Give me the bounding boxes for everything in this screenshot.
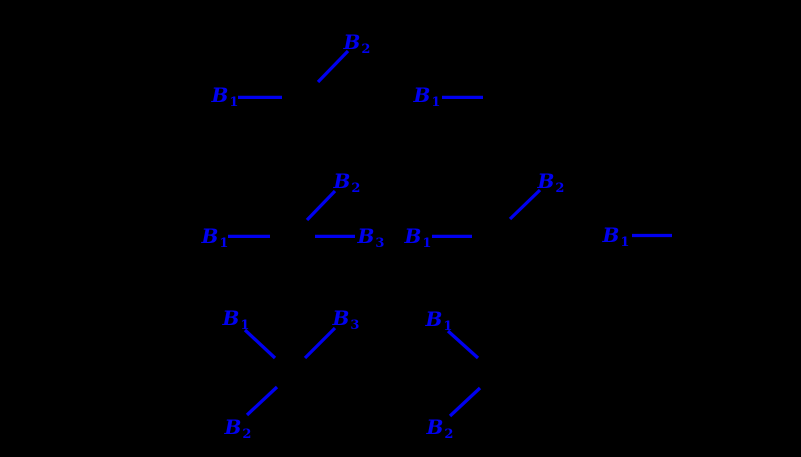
- branch-cut-edge-middle-center-two-cuts-cut-B2: [508, 188, 542, 221]
- label-B2-bottom-center-two-cuts: B2: [426, 415, 454, 441]
- label-base: B: [333, 169, 351, 194]
- label-B1-bottom-center-two-cuts: B1: [425, 307, 453, 333]
- label-subscript: 1: [620, 235, 630, 251]
- branch-cut-edge-bottom-center-two-cuts-cut-B2: [448, 386, 482, 418]
- label-base: B: [211, 83, 229, 108]
- label-B2-bottom-left-three-cuts: B2: [224, 415, 252, 441]
- label-base: B: [602, 223, 620, 248]
- label-subscript: 1: [219, 236, 229, 252]
- label-subscript: 2: [242, 427, 252, 443]
- label-B3-middle-left-three-cuts: B3: [357, 224, 385, 250]
- label-B2-middle-left-three-cuts: B2: [333, 169, 361, 195]
- label-base: B: [426, 415, 444, 440]
- label-subscript: 1: [431, 95, 441, 111]
- label-subscript: 1: [240, 318, 250, 334]
- label-base: B: [224, 415, 242, 440]
- label-base: B: [357, 224, 375, 249]
- branch-cut-edge-bottom-left-three-cuts-cut-B1: [243, 328, 277, 360]
- label-B2-top-left-two-cuts: B2: [343, 30, 371, 56]
- label-base: B: [425, 307, 443, 332]
- label-subscript: 2: [555, 181, 565, 197]
- label-subscript: 2: [361, 42, 371, 58]
- label-base: B: [413, 83, 431, 108]
- label-B1-bottom-left-three-cuts: B1: [222, 306, 250, 332]
- label-B1-middle-center-two-cuts: B1: [404, 224, 432, 250]
- label-subscript: 1: [229, 95, 239, 111]
- label-base: B: [404, 224, 422, 249]
- label-B1-middle-left-three-cuts: B1: [201, 224, 229, 250]
- label-B2-middle-center-two-cuts: B2: [537, 169, 565, 195]
- label-base: B: [343, 30, 361, 55]
- label-subscript: 1: [443, 319, 453, 335]
- label-base: B: [332, 306, 350, 331]
- branch-cut-edge-middle-left-three-cuts-cut-B2: [305, 189, 337, 222]
- label-base: B: [201, 224, 219, 249]
- branch-cut-edge-bottom-center-two-cuts-cut-B1: [446, 329, 480, 360]
- label-subscript: 2: [444, 427, 454, 443]
- label-B3-bottom-left-three-cuts: B3: [332, 306, 360, 332]
- label-base: B: [537, 169, 555, 194]
- label-B1-top-left-two-cuts: B1: [211, 83, 239, 109]
- branch-cut-edge-bottom-left-three-cuts-cut-B3: [303, 326, 337, 360]
- label-subscript: 2: [351, 181, 361, 197]
- label-B1-middle-right-one-cut: B1: [602, 223, 630, 249]
- label-subscript: 3: [375, 236, 385, 252]
- label-subscript: 3: [350, 318, 360, 334]
- label-base: B: [222, 306, 240, 331]
- label-subscript: 1: [422, 236, 432, 252]
- branch-cut-edge-top-left-two-cuts-cut-B2: [316, 49, 350, 84]
- branch-cut-edge-bottom-left-three-cuts-cut-B2: [245, 385, 279, 417]
- label-B1-top-right-one-cut: B1: [413, 83, 441, 109]
